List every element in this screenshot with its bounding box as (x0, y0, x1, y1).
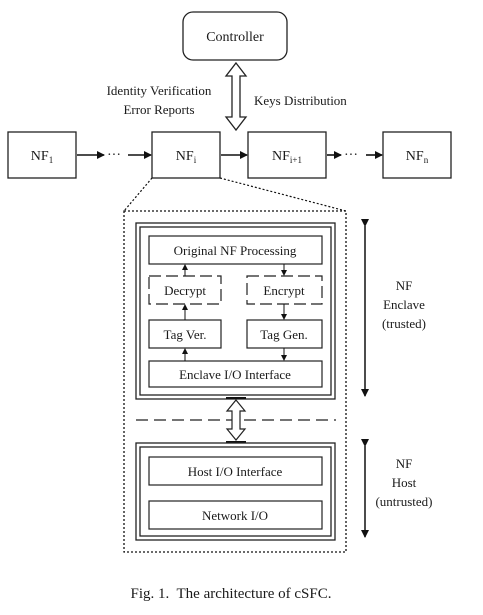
zoom-line-right (219, 177, 347, 212)
tag-ver-box (148, 319, 222, 349)
network-io-label: Network I/O (202, 508, 268, 523)
figure-caption: Fig. 1. The architecture of cSFC. (131, 586, 332, 602)
tag-gen-box (246, 319, 323, 349)
identity-verification-label: Identity Verification (107, 83, 212, 98)
nf-n-label: NFn (406, 149, 429, 165)
original-nf-processing-box (148, 235, 323, 265)
controller-nf-double-arrow (224, 61, 248, 132)
zoom-line-left (123, 177, 153, 212)
nf-i-label: NFi (176, 149, 197, 165)
enclave-io-box (148, 360, 323, 388)
enclave-io-label: Enclave I/O Interface (179, 367, 291, 382)
nf-n-box (382, 131, 452, 179)
enclave-side-label-2: Enclave (383, 297, 425, 312)
decrypt-label: Decrypt (164, 283, 206, 298)
ellipsis-2: ··· (344, 148, 358, 163)
nf-1-box (7, 131, 77, 179)
tag-ver-label: Tag Ver. (164, 327, 207, 342)
tag-gen-label: Tag Gen. (260, 327, 307, 342)
enclave-side-label-1: NF (396, 278, 413, 293)
nf-i-box (151, 131, 221, 179)
host-side-label-3: (untrusted) (375, 494, 432, 509)
controller-label: Controller (206, 30, 264, 45)
host-io-label: Host I/O Interface (188, 464, 283, 479)
enclave-side-label-3: (trusted) (382, 316, 426, 331)
host-outer-box (135, 442, 336, 541)
nf-detail-container (123, 210, 347, 553)
host-side-label-2: Host (392, 475, 417, 490)
ellipsis-1: ··· (107, 148, 121, 163)
host-side-label-1: NF (396, 456, 413, 471)
nf-i-plus-1-label: NFi+1 (272, 149, 302, 165)
error-reports-label: Error Reports (123, 102, 194, 117)
host-io-box (148, 456, 323, 486)
network-io-box (148, 500, 323, 530)
enclave-host-double-arrow (225, 399, 247, 441)
encrypt-label: Encrypt (263, 283, 305, 298)
encrypt-box (246, 275, 323, 305)
enclave-inner-box (139, 226, 332, 396)
decrypt-box (148, 275, 222, 305)
nf-1-label: NF1 (31, 149, 53, 165)
keys-distribution-label: Keys Distribution (254, 93, 347, 108)
host-inner-box (139, 446, 332, 537)
original-nf-processing-label: Original NF Processing (174, 243, 297, 258)
controller-box (182, 11, 288, 61)
nf-i-plus-1-box (247, 131, 327, 179)
